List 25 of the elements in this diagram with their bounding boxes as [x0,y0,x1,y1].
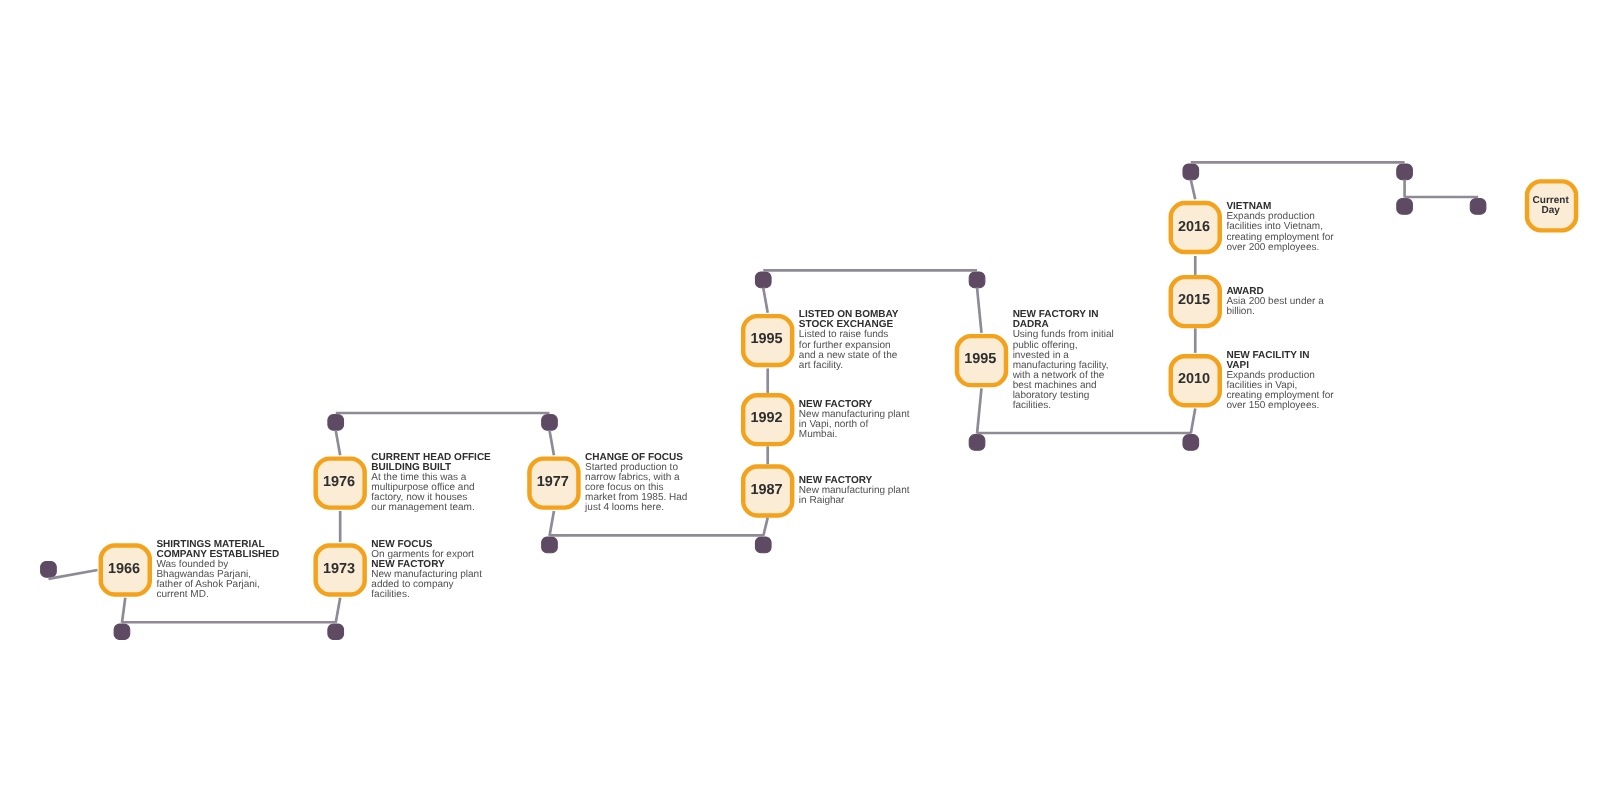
connector [48,567,98,580]
connector [334,596,342,623]
connector [1189,178,1197,199]
connector [1193,255,1197,274]
connector [766,367,770,392]
connector [548,429,556,455]
connector [977,430,1191,434]
connector [121,619,336,623]
connector [761,516,769,536]
connector [763,268,978,271]
connector [1193,327,1197,352]
connector [334,429,342,455]
connector [1190,160,1405,163]
connector [548,509,556,536]
connector [975,387,983,433]
connector [335,410,550,414]
connector [338,509,342,542]
connector [1403,178,1406,197]
connector [120,596,127,623]
connector [1189,407,1197,433]
connector [1404,194,1479,198]
connector [766,445,770,464]
connector [975,286,983,332]
connector [549,533,764,536]
connector [761,286,770,312]
